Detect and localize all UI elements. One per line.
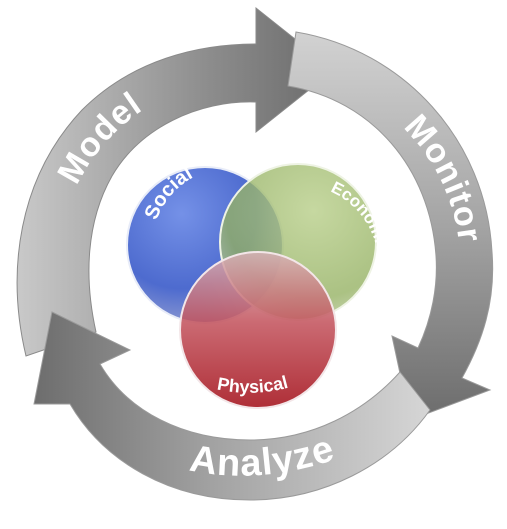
analyze-arrow [33, 311, 431, 501]
monitor-arrow [287, 31, 494, 421]
model-arrow [16, 6, 335, 357]
venn-diagram [126, 163, 377, 409]
physical-circle [179, 251, 337, 409]
